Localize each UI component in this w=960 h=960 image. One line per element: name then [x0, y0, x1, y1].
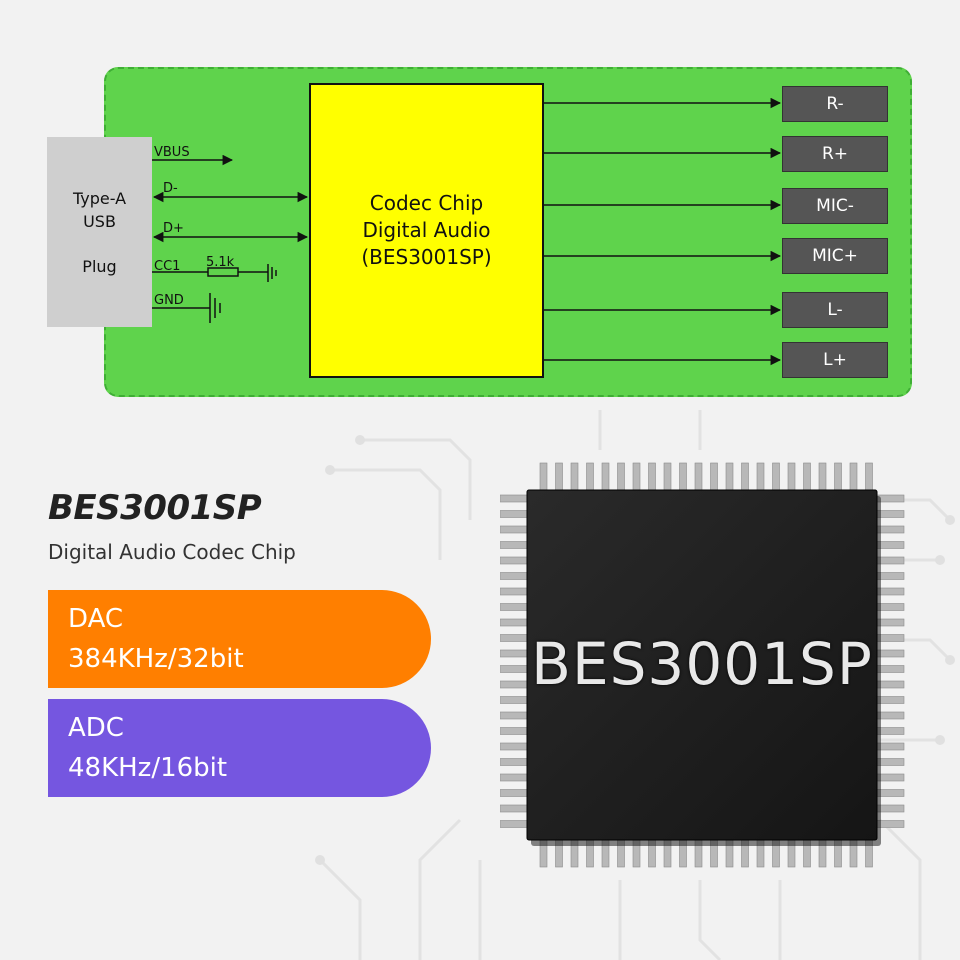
chip-pin	[756, 462, 765, 492]
chip-pin	[818, 462, 827, 492]
chip-pin	[601, 462, 610, 492]
chip-pin	[500, 665, 529, 673]
output-mic-plus: MIC+	[782, 238, 888, 274]
chip-pin	[725, 462, 734, 492]
chip-pin	[500, 634, 529, 642]
chip-pin	[679, 462, 687, 492]
usb-plug-box	[47, 137, 152, 327]
chip-pin	[500, 587, 529, 596]
chip-pin	[632, 462, 641, 492]
dac-label: DAC	[68, 604, 124, 634]
wiring	[152, 97, 782, 366]
chip-pin	[500, 525, 529, 534]
usb-plug-label: Type-A USB	[47, 187, 152, 233]
pin-dplus-label: D+	[163, 221, 184, 236]
chip-pin	[803, 462, 811, 492]
chip-pin	[586, 462, 594, 492]
usb-type-text: Type-A	[72, 189, 127, 208]
chip-pin	[570, 462, 579, 492]
chip-pin	[500, 742, 529, 751]
pin-cc1-label: CC1	[154, 259, 181, 274]
chip-pin	[741, 462, 749, 492]
chip-pin	[500, 727, 529, 735]
chip-pin	[500, 820, 529, 828]
chip-pin	[648, 462, 656, 492]
chip-marking: BES3001SP	[531, 630, 873, 698]
codec-chip-block	[309, 83, 544, 378]
chip-pin	[500, 510, 529, 518]
pin-dminus-label: D-	[163, 181, 178, 196]
usb-usb-text: USB	[83, 212, 116, 231]
codec-line-3: (BES3001SP)	[361, 245, 492, 269]
chip-pin	[500, 556, 529, 565]
chip-image	[500, 462, 905, 868]
chip-pin	[500, 696, 529, 704]
chip-pin	[694, 462, 703, 492]
chip-pin	[500, 711, 529, 720]
chip-pin	[617, 462, 625, 492]
usb-plug-text: Plug	[82, 257, 117, 276]
output-r-plus: R+	[782, 136, 888, 172]
chip-pin	[500, 789, 529, 797]
chip-pin	[865, 462, 873, 492]
chip-pin	[500, 541, 529, 549]
chip-pin	[500, 649, 529, 658]
chip-pin	[710, 462, 718, 492]
output-l-plus: L+	[782, 342, 888, 378]
adc-spec-banner: ADC 48KHz/16bit	[48, 699, 431, 797]
chip-pin	[772, 462, 780, 492]
resistor-value-label: 5.1k	[206, 255, 235, 270]
adc-value: 48KHz/16bit	[68, 753, 228, 783]
chip-pin	[555, 462, 563, 492]
codec-chip-label: Codec Chip Digital Audio (BES3001SP)	[309, 190, 544, 271]
chip-pin	[500, 804, 529, 813]
chip-pin	[500, 618, 529, 627]
chip-pin	[849, 462, 858, 492]
chip-pin	[500, 680, 529, 689]
chip-pin	[539, 462, 548, 492]
chip-pin	[500, 603, 529, 611]
pin-vbus-label: VBUS	[154, 145, 190, 160]
chip-pin	[500, 494, 529, 503]
dac-value: 384KHz/32bit	[68, 644, 244, 674]
product-subtitle: Digital Audio Codec Chip	[48, 540, 296, 564]
chip-pin	[663, 462, 672, 492]
codec-line-2: Digital Audio	[362, 218, 491, 242]
product-title: BES3001SP	[48, 488, 262, 528]
dac-spec-banner: DAC 384KHz/32bit	[48, 590, 431, 688]
output-l-minus: L-	[782, 292, 888, 328]
codec-line-1: Codec Chip	[369, 191, 484, 215]
pin-gnd-label: GND	[154, 293, 184, 308]
chip-pin	[500, 773, 529, 782]
chip-pin	[834, 462, 842, 492]
adc-label: ADC	[68, 713, 124, 743]
chip-pin	[500, 758, 529, 766]
output-mic-minus: MIC-	[782, 188, 888, 224]
chip-pin	[787, 462, 796, 492]
chip-pin	[500, 572, 529, 580]
output-r-minus: R-	[782, 86, 888, 122]
